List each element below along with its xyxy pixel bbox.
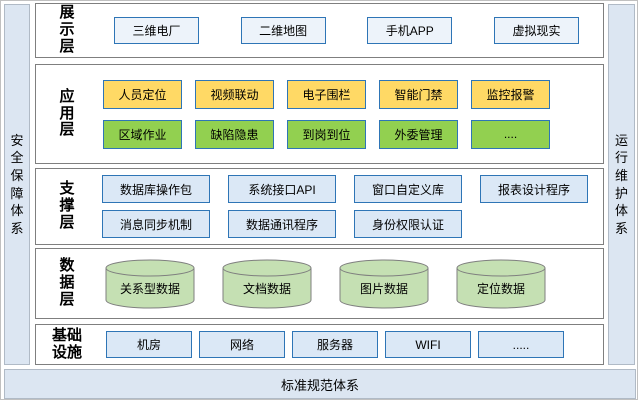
infrastructure-layer-label: 基础设施 (51, 326, 82, 361)
support-layer-panel: 支撑层 数据库操作包 系统接口API 窗口自定义库 报表设计程序 消息同步机制 … (35, 168, 604, 245)
support-box: 数据通讯程序 (228, 210, 336, 238)
presentation-layer-content: 三维电厂 二维地图 手机APP 虚拟现实 (98, 4, 603, 57)
data-cylinder: 文档数据 (222, 259, 312, 309)
support-box: 报表设计程序 (480, 175, 588, 203)
database-cylinder-icon (339, 259, 429, 308)
application-box: 区域作业 (103, 119, 182, 149)
presentation-box: 三维电厂 (114, 17, 199, 44)
application-box: 人员定位 (103, 79, 182, 109)
support-layer-content: 数据库操作包 系统接口API 窗口自定义库 报表设计程序 消息同步机制 数据通讯… (98, 169, 603, 244)
data-layer-label: 数据层 (59, 257, 75, 308)
infrastructure-box: 机房 (106, 331, 192, 358)
application-box: 监控报警 (471, 79, 550, 109)
data-cylinder: 关系型数据 (105, 259, 195, 309)
application-box: 外委管理 (379, 119, 458, 149)
presentation-layer-panel: 展示层 三维电厂 二维地图 手机APP 虚拟现实 (35, 3, 604, 58)
standards-label: 标准规范体系 (280, 377, 359, 393)
data-layer-panel: 数据层 关系型数据 文档数据 (35, 248, 604, 319)
infrastructure-layer-content: 机房 网络 服务器 WIFI ..... (98, 325, 603, 364)
infrastructure-box: 网络 (199, 331, 285, 358)
infrastructure-layer-panel: 基础设施 机房 网络 服务器 WIFI ..... (35, 324, 604, 365)
application-box: 智能门禁 (379, 79, 458, 109)
application-box: 电子围栏 (287, 79, 366, 109)
operation-maintenance-sidebar: 运行维护体系 (608, 4, 635, 365)
support-layer-label: 支撑层 (59, 180, 75, 231)
application-box: 视频联动 (195, 79, 274, 109)
data-cylinder-label: 图片数据 (359, 281, 408, 296)
security-assurance-label: 安全保障体系 (10, 132, 24, 236)
presentation-layer-label: 展示层 (59, 4, 75, 55)
data-cylinder-label: 文档数据 (242, 281, 291, 296)
database-cylinder-icon (222, 259, 312, 308)
application-layer-content: 人员定位 视频联动 电子围栏 智能门禁 监控报警 区域作业 缺陷隐患 到岗到位 … (98, 65, 603, 163)
presentation-box: 虚拟现实 (493, 17, 579, 44)
support-box: 窗口自定义库 (354, 175, 462, 203)
operation-maintenance-label: 运行维护体系 (614, 132, 628, 236)
application-box: .... (471, 119, 550, 149)
application-layer-panel: 应用层 人员定位 视频联动 电子围栏 智能门禁 监控报警 区域作业 缺陷隐患 到… (35, 64, 604, 164)
infrastructure-box: 服务器 (292, 331, 378, 358)
data-cylinder-label: 定位数据 (476, 281, 525, 296)
application-layer-label: 应用层 (59, 87, 75, 139)
support-box: 系统接口API (228, 175, 336, 203)
database-cylinder-icon (456, 259, 546, 308)
infrastructure-box: WIFI (385, 331, 471, 358)
standards-bottom-bar: 标准规范体系 (4, 369, 636, 399)
application-box: 缺陷隐患 (195, 119, 274, 149)
database-cylinder-icon (105, 259, 195, 308)
support-box: 数据库操作包 (102, 175, 210, 203)
data-cylinder-label: 关系型数据 (119, 281, 180, 296)
presentation-box: 手机APP (367, 17, 453, 44)
support-box: 消息同步机制 (102, 210, 210, 238)
infrastructure-box: ..... (478, 331, 564, 358)
application-box: 到岗到位 (287, 119, 366, 149)
data-layer-content: 关系型数据 文档数据 图片数据 (98, 249, 603, 318)
presentation-box: 二维地图 (240, 17, 326, 44)
security-assurance-sidebar: 安全保障体系 (4, 4, 30, 365)
data-cylinder: 图片数据 (339, 259, 429, 309)
support-box: 身份权限认证 (354, 210, 462, 238)
data-cylinder: 定位数据 (456, 259, 546, 309)
